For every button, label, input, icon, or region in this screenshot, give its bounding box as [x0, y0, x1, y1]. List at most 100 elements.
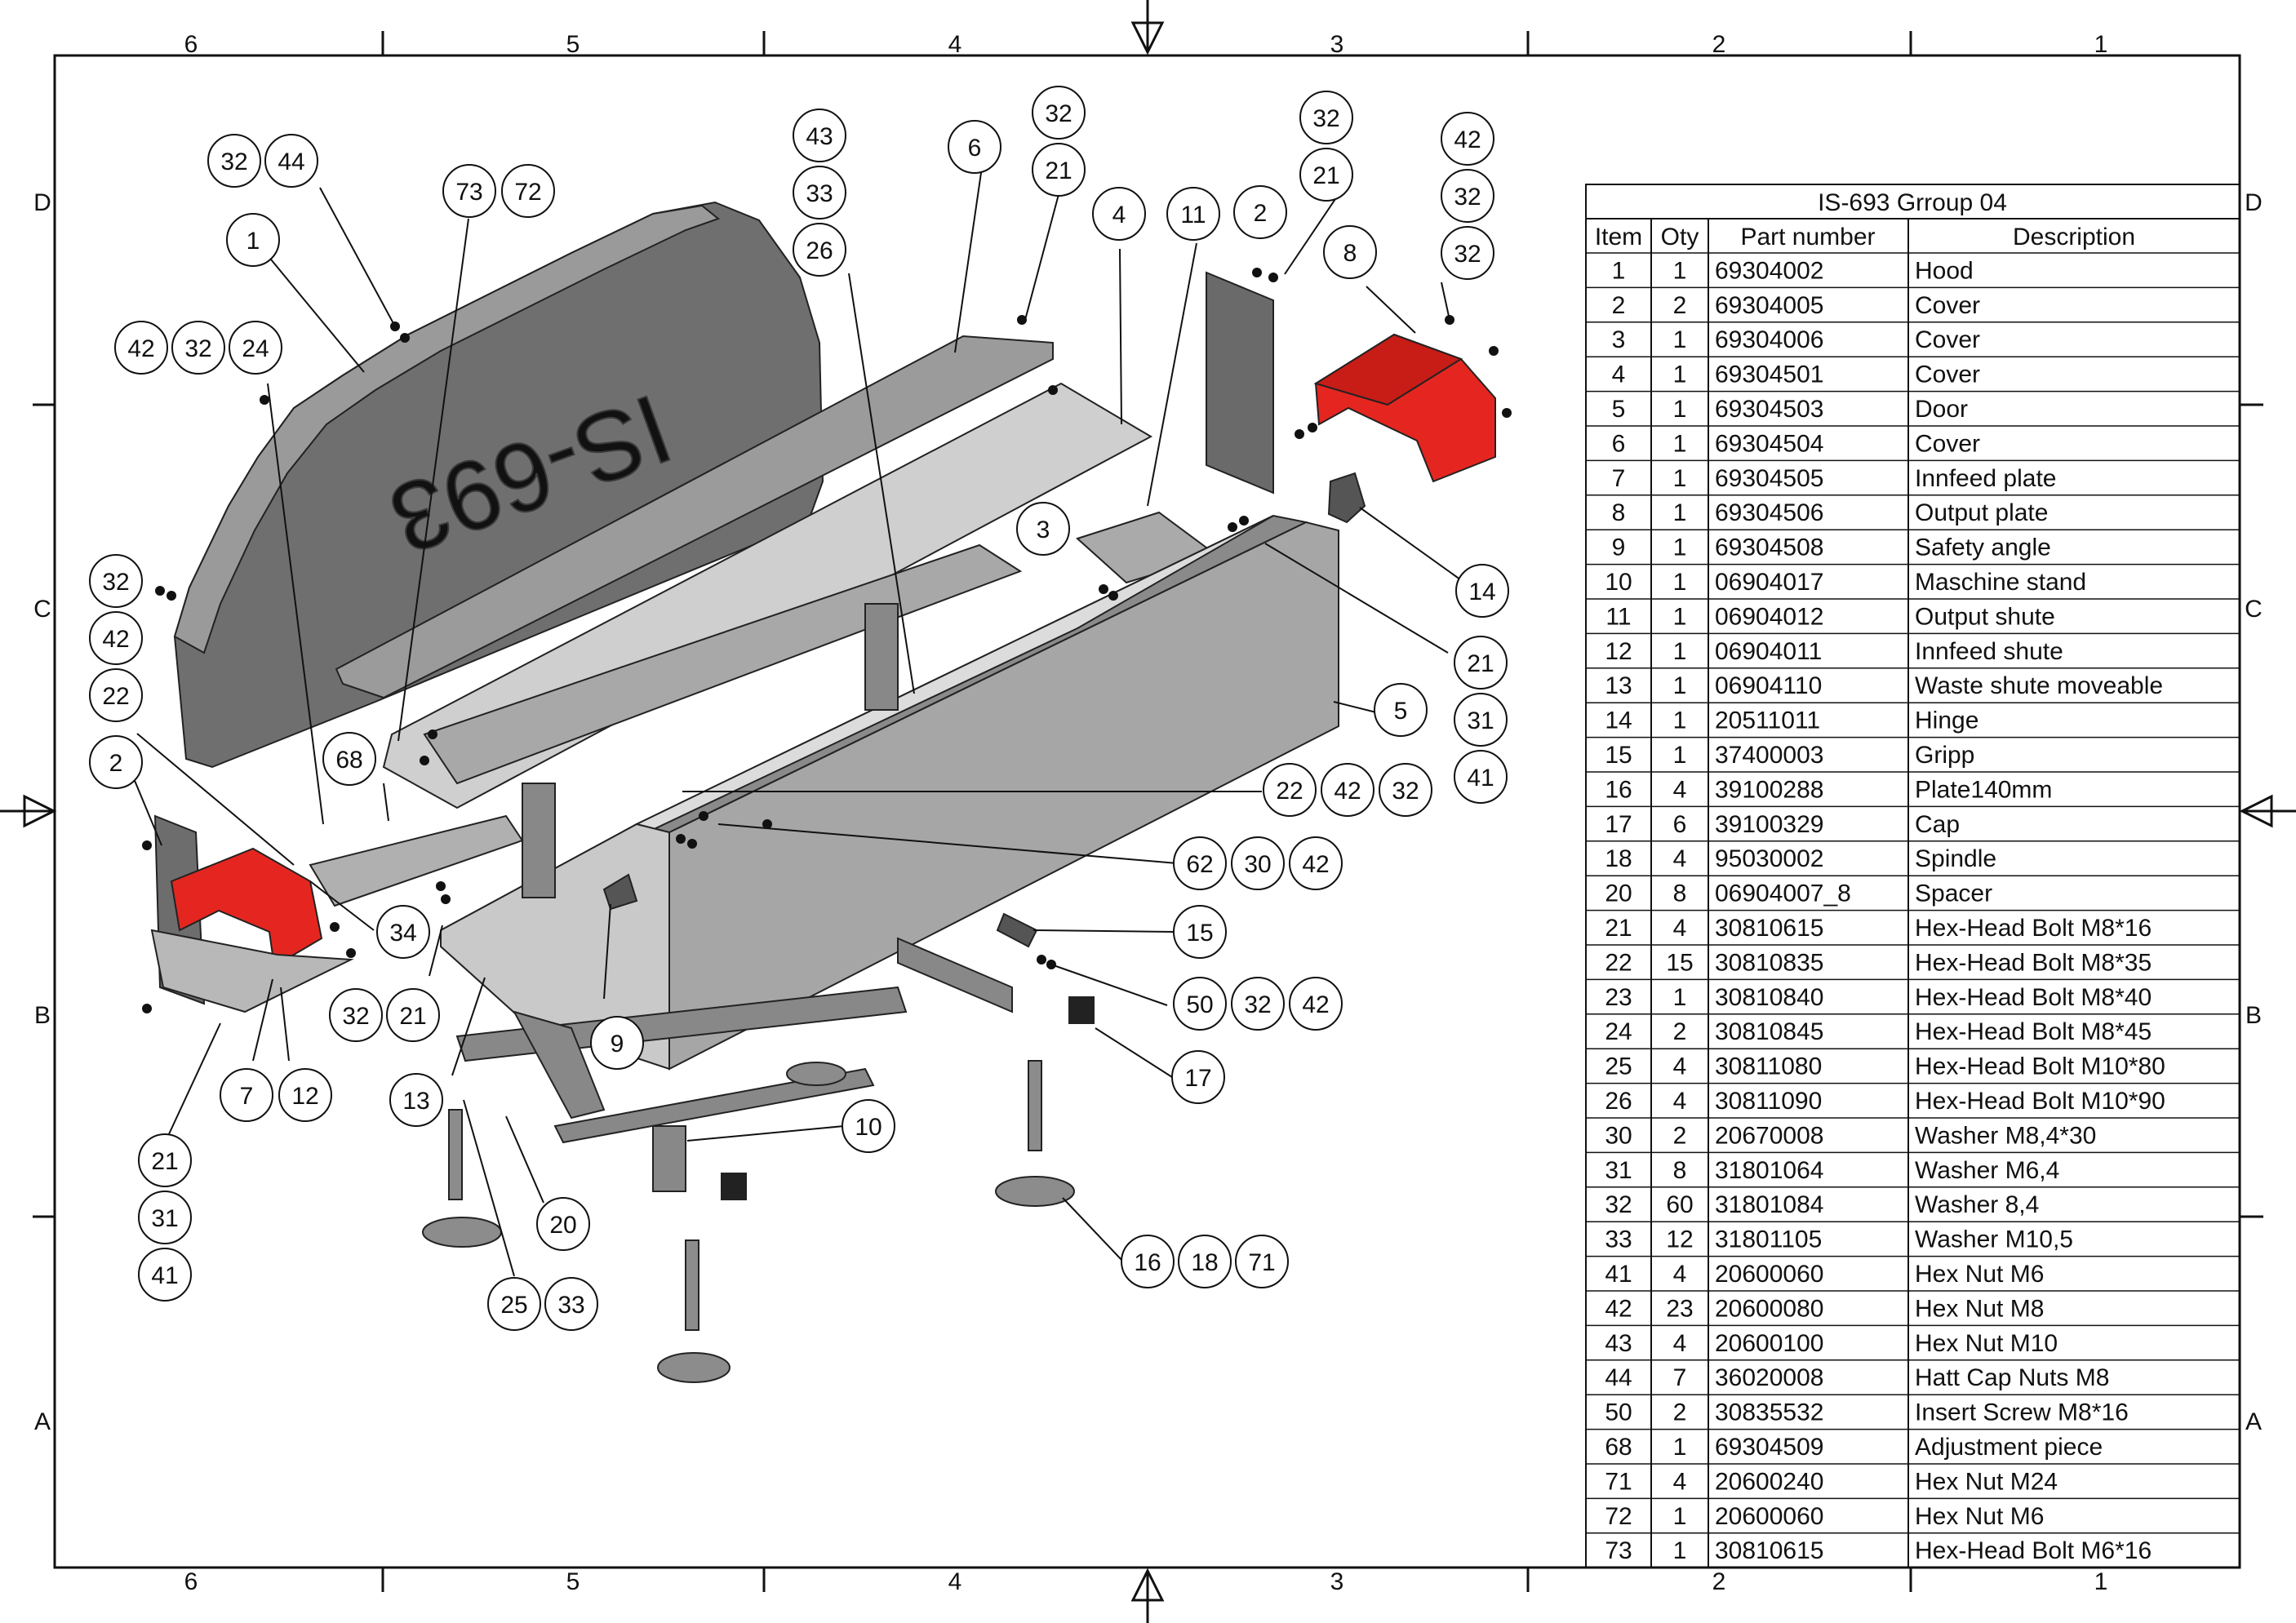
bom-cell-part-number: 30810840	[1715, 984, 1823, 1011]
part-maschine-stand	[455, 603, 1013, 1192]
balloon-14: 14	[1455, 564, 1509, 618]
bom-header-qty: Oty	[1661, 224, 1699, 251]
bom-cell-description: Spacer	[1915, 880, 1992, 907]
bom-row-lines	[1586, 252, 2240, 1534]
svg-text:44: 44	[278, 149, 304, 175]
bom-cell-qty: 4	[1673, 1088, 1687, 1115]
svg-text:43: 43	[806, 123, 833, 150]
balloon-17: 17	[1171, 1050, 1225, 1104]
bom-cell-qty: 2	[1673, 1399, 1687, 1426]
bom-cell-qty: 1	[1673, 534, 1687, 561]
bom-cell-part-number: 31801105	[1715, 1226, 1822, 1253]
zone-left-B: B	[34, 1002, 51, 1029]
bom-cell-item: 23	[1605, 984, 1632, 1011]
zone-right-B: B	[2245, 1002, 2262, 1029]
bom-cell-qty: 4	[1673, 1330, 1687, 1357]
bom-cell-part-number: 06904110	[1715, 672, 1822, 699]
bom-cell-description: Spindle	[1915, 845, 1996, 872]
balloon-32: 32	[207, 134, 261, 188]
balloon-8: 8	[1323, 225, 1377, 279]
bom-cell-qty: 1	[1673, 984, 1687, 1011]
bom-cell-item: 31	[1605, 1157, 1632, 1184]
bom-cell-qty: 2	[1673, 1018, 1687, 1045]
bom-cell-part-number: 30810615	[1715, 915, 1823, 942]
bom-cell-part-number: 39100329	[1715, 811, 1823, 838]
bom-cell-item: 43	[1605, 1330, 1632, 1357]
svg-text:13: 13	[402, 1088, 429, 1115]
balloon-25: 25	[487, 1277, 541, 1331]
bom-cell-part-number: 69304501	[1715, 361, 1823, 388]
bom-cell-qty: 1	[1673, 742, 1687, 769]
bom-cell-qty: 1	[1673, 326, 1687, 353]
zone-left-C: C	[33, 596, 51, 623]
bom-cell-description: Cover	[1915, 292, 1980, 319]
bom-cell-part-number: 69304006	[1715, 326, 1823, 353]
balloon-3: 3	[1016, 502, 1070, 556]
bom-cell-item: 10	[1605, 569, 1632, 596]
part-output-plate-red	[1313, 333, 1496, 483]
bom-cell-item: 11	[1605, 603, 1631, 630]
bom-cell-item: 44	[1605, 1364, 1632, 1391]
part-safety-angle	[602, 873, 638, 911]
bom-cell-description: Hex-Head Bolt M10*90	[1915, 1088, 2165, 1115]
bom-cell-item: 8	[1612, 499, 1626, 526]
balloon-16: 16	[1121, 1235, 1175, 1288]
balloon-32: 32	[1299, 91, 1353, 144]
svg-text:15: 15	[1186, 920, 1213, 947]
bom-cell-qty: 4	[1673, 1468, 1687, 1495]
bom-cell-item: 15	[1605, 742, 1632, 769]
bom-cell-item: 21	[1605, 915, 1632, 942]
svg-text:32: 32	[1454, 184, 1481, 211]
bom-cell-qty: 8	[1673, 880, 1687, 907]
svg-text:41: 41	[151, 1262, 178, 1289]
zone-ticks	[33, 31, 2263, 1592]
bom-cell-item: 22	[1605, 949, 1632, 976]
balloon-2: 2	[89, 735, 143, 789]
part-cover-6	[335, 335, 1054, 699]
exploded-view: IS-693	[150, 201, 1496, 1383]
bom-cell-description: Hex-Head Bolt M8*40	[1915, 984, 2152, 1011]
bom-cell-description: Hex-Head Bolt M8*16	[1915, 915, 2152, 942]
bom-cell-description: Hex Nut M6	[1915, 1261, 2044, 1288]
balloon-21: 21	[386, 988, 440, 1042]
bom-cell-part-number: 06904012	[1715, 603, 1823, 630]
bom-cell-description: Cap	[1915, 811, 1960, 838]
bom-cell-item: 17	[1605, 811, 1632, 838]
balloon-13: 13	[389, 1073, 443, 1127]
svg-text:5: 5	[1394, 698, 1408, 725]
bom-cell-qty: 1	[1673, 638, 1687, 665]
bom-cell-description: Output plate	[1915, 499, 2048, 526]
zone-left-A: A	[34, 1408, 51, 1435]
svg-text:21: 21	[1312, 162, 1339, 189]
balloon-21: 21	[1299, 148, 1353, 202]
svg-text:21: 21	[1045, 157, 1072, 184]
bom-cell-qty: 7	[1673, 1364, 1687, 1391]
bom-cell-item: 25	[1605, 1053, 1632, 1080]
bom-cell-part-number: 37400003	[1715, 742, 1823, 769]
bom-cell-item: 50	[1605, 1399, 1632, 1426]
bom-cell-item: 20	[1605, 880, 1632, 907]
bom-cell-part-number: 31801064	[1715, 1157, 1823, 1184]
bom-cell-item: 42	[1605, 1295, 1632, 1322]
bom-cell-qty: 2	[1673, 1122, 1687, 1149]
bom-cell-description: Hex Nut M8	[1915, 1295, 2044, 1322]
bom-cell-description: Hex Nut M10	[1915, 1330, 2058, 1357]
part-cover-2-upper	[1206, 271, 1274, 494]
balloon-1: 1	[226, 213, 280, 267]
bom-cell-qty: 1	[1673, 707, 1687, 734]
balloon-50: 50	[1173, 977, 1227, 1031]
balloon-10: 10	[842, 1099, 895, 1153]
bom-cell-part-number: 20600060	[1715, 1503, 1823, 1530]
balloon-42: 42	[1441, 112, 1494, 166]
balloon-12: 12	[278, 1068, 332, 1122]
balloon-30: 30	[1231, 836, 1285, 890]
svg-text:9: 9	[611, 1031, 624, 1058]
